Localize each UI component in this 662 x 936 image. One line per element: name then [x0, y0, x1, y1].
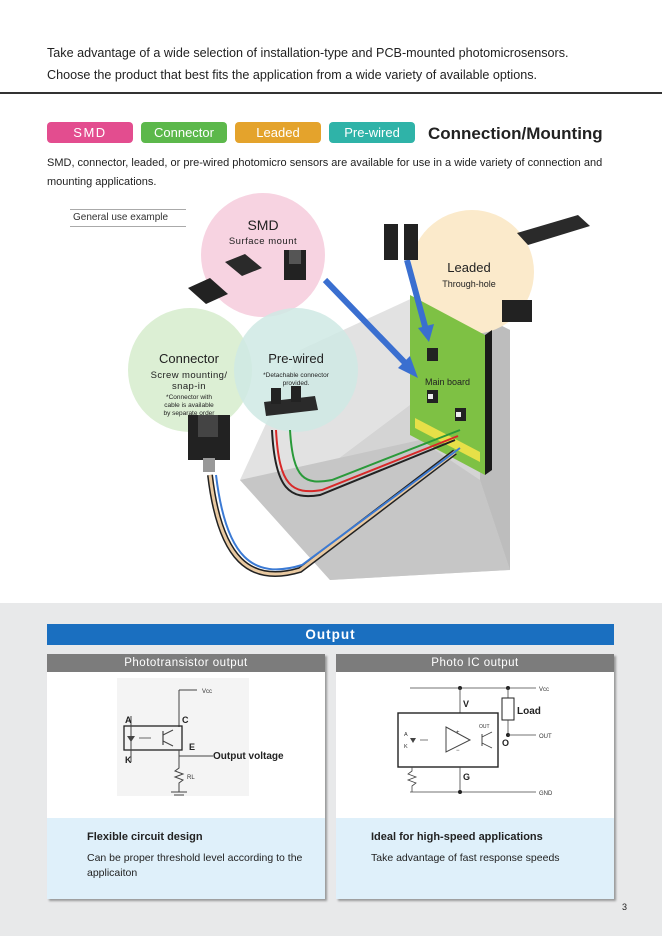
smd-title: SMD: [247, 217, 278, 233]
page-number: 3: [622, 902, 628, 912]
tag-prewired: Pre-wired: [329, 122, 415, 143]
a-label: A: [404, 732, 408, 738]
photo-ic-panel: Photo IC output Vcc Load OUT O V A K + −…: [336, 654, 614, 899]
connector-subtitle-1: Screw mounting/: [151, 370, 228, 381]
phototransistor-circuit: Vcc A C E K Output voltage RL: [117, 678, 284, 796]
photo-ic-feature: Ideal for high-speed applications Take a…: [336, 818, 614, 899]
svg-text:−: −: [456, 748, 460, 754]
connector-note-1: *Connector with: [166, 394, 212, 401]
phototransistor-panel: Phototransistor output Vcc A C E K Outpu…: [47, 654, 325, 899]
photo-ic-feature-text: Take advantage of fast response speeds: [371, 852, 560, 864]
phototransistor-feature: Flexible circuit design Can be proper th…: [47, 818, 325, 899]
g-label: G: [463, 772, 470, 782]
rl-label: RL: [187, 775, 195, 781]
gnd-label: GND: [539, 791, 553, 797]
photo-ic-header: Photo IC output: [336, 654, 614, 672]
phototransistor-feature-text: Can be proper threshold level according …: [87, 852, 303, 879]
load-label: Load: [517, 706, 541, 717]
leaded-subtitle: Through-hole: [442, 279, 496, 289]
connector-subtitle-2: snap-in: [172, 381, 206, 392]
connector-title: Connector: [159, 351, 220, 366]
cathode-label: K: [125, 755, 132, 765]
leaded-arrow: [404, 259, 429, 331]
smd-circle: [201, 193, 325, 317]
tag-connector: Connector: [141, 122, 227, 143]
main-board-label: Main board: [425, 377, 470, 387]
prewired-circle: [234, 308, 358, 432]
photo-ic-feature-title: Ideal for high-speed applications: [371, 831, 543, 843]
divider: [0, 92, 662, 94]
section-title: Connection/Mounting: [428, 124, 603, 143]
output-title-bar: Output: [47, 624, 614, 645]
out-terminal-label: OUT: [539, 734, 552, 740]
tag-smd: SMD: [47, 122, 133, 143]
anode-label: A: [125, 715, 132, 725]
phototransistor-header: Phototransistor output: [47, 654, 325, 672]
intro-text: Take advantage of a wide selection of in…: [47, 42, 627, 86]
prewired-note-1: *Detachable connector: [263, 372, 330, 379]
inner-out-label: OUT: [479, 724, 490, 730]
photo-ic-circuit: Vcc Load OUT O V A K + − OUT G GND: [397, 686, 553, 797]
output-voltage-label: Output voltage: [213, 751, 284, 762]
connector-note-3: by separate order: [164, 410, 216, 417]
leaded-title: Leaded: [447, 260, 490, 275]
photo-ic-box: [397, 712, 499, 768]
intro-line-1: Take advantage of a wide selection of in…: [47, 46, 569, 60]
connector-circle: [128, 308, 252, 432]
emitter-label: E: [189, 742, 195, 752]
phototransistor-box: [123, 725, 183, 751]
smd-arrow: [322, 277, 413, 371]
vcc-label: Vcc: [539, 687, 549, 693]
vcc-label: Vcc: [202, 689, 212, 695]
tag-leaded: Leaded: [235, 122, 321, 143]
intro-line-2: Choose the product that best fits the ap…: [47, 68, 538, 82]
mounting-illustration: SMD Surface mount Leaded Through-hole Co…: [128, 193, 590, 580]
k-label: K: [404, 744, 408, 750]
v-label: V: [463, 699, 469, 709]
smd-subtitle: Surface mount: [229, 236, 297, 247]
connector-note-2: cable is available: [164, 402, 214, 409]
o-label: O: [502, 738, 509, 748]
svg-text:+: +: [456, 730, 460, 736]
prewired-note-2: provided.: [283, 380, 310, 387]
prewired-title: Pre-wired: [268, 351, 324, 366]
general-use-example-label: General use example: [70, 209, 186, 227]
phototransistor-feature-title: Flexible circuit design: [87, 831, 203, 843]
section-description: SMD, connector, leaded, or pre-wired pho…: [47, 157, 603, 188]
collector-label: C: [182, 715, 189, 725]
